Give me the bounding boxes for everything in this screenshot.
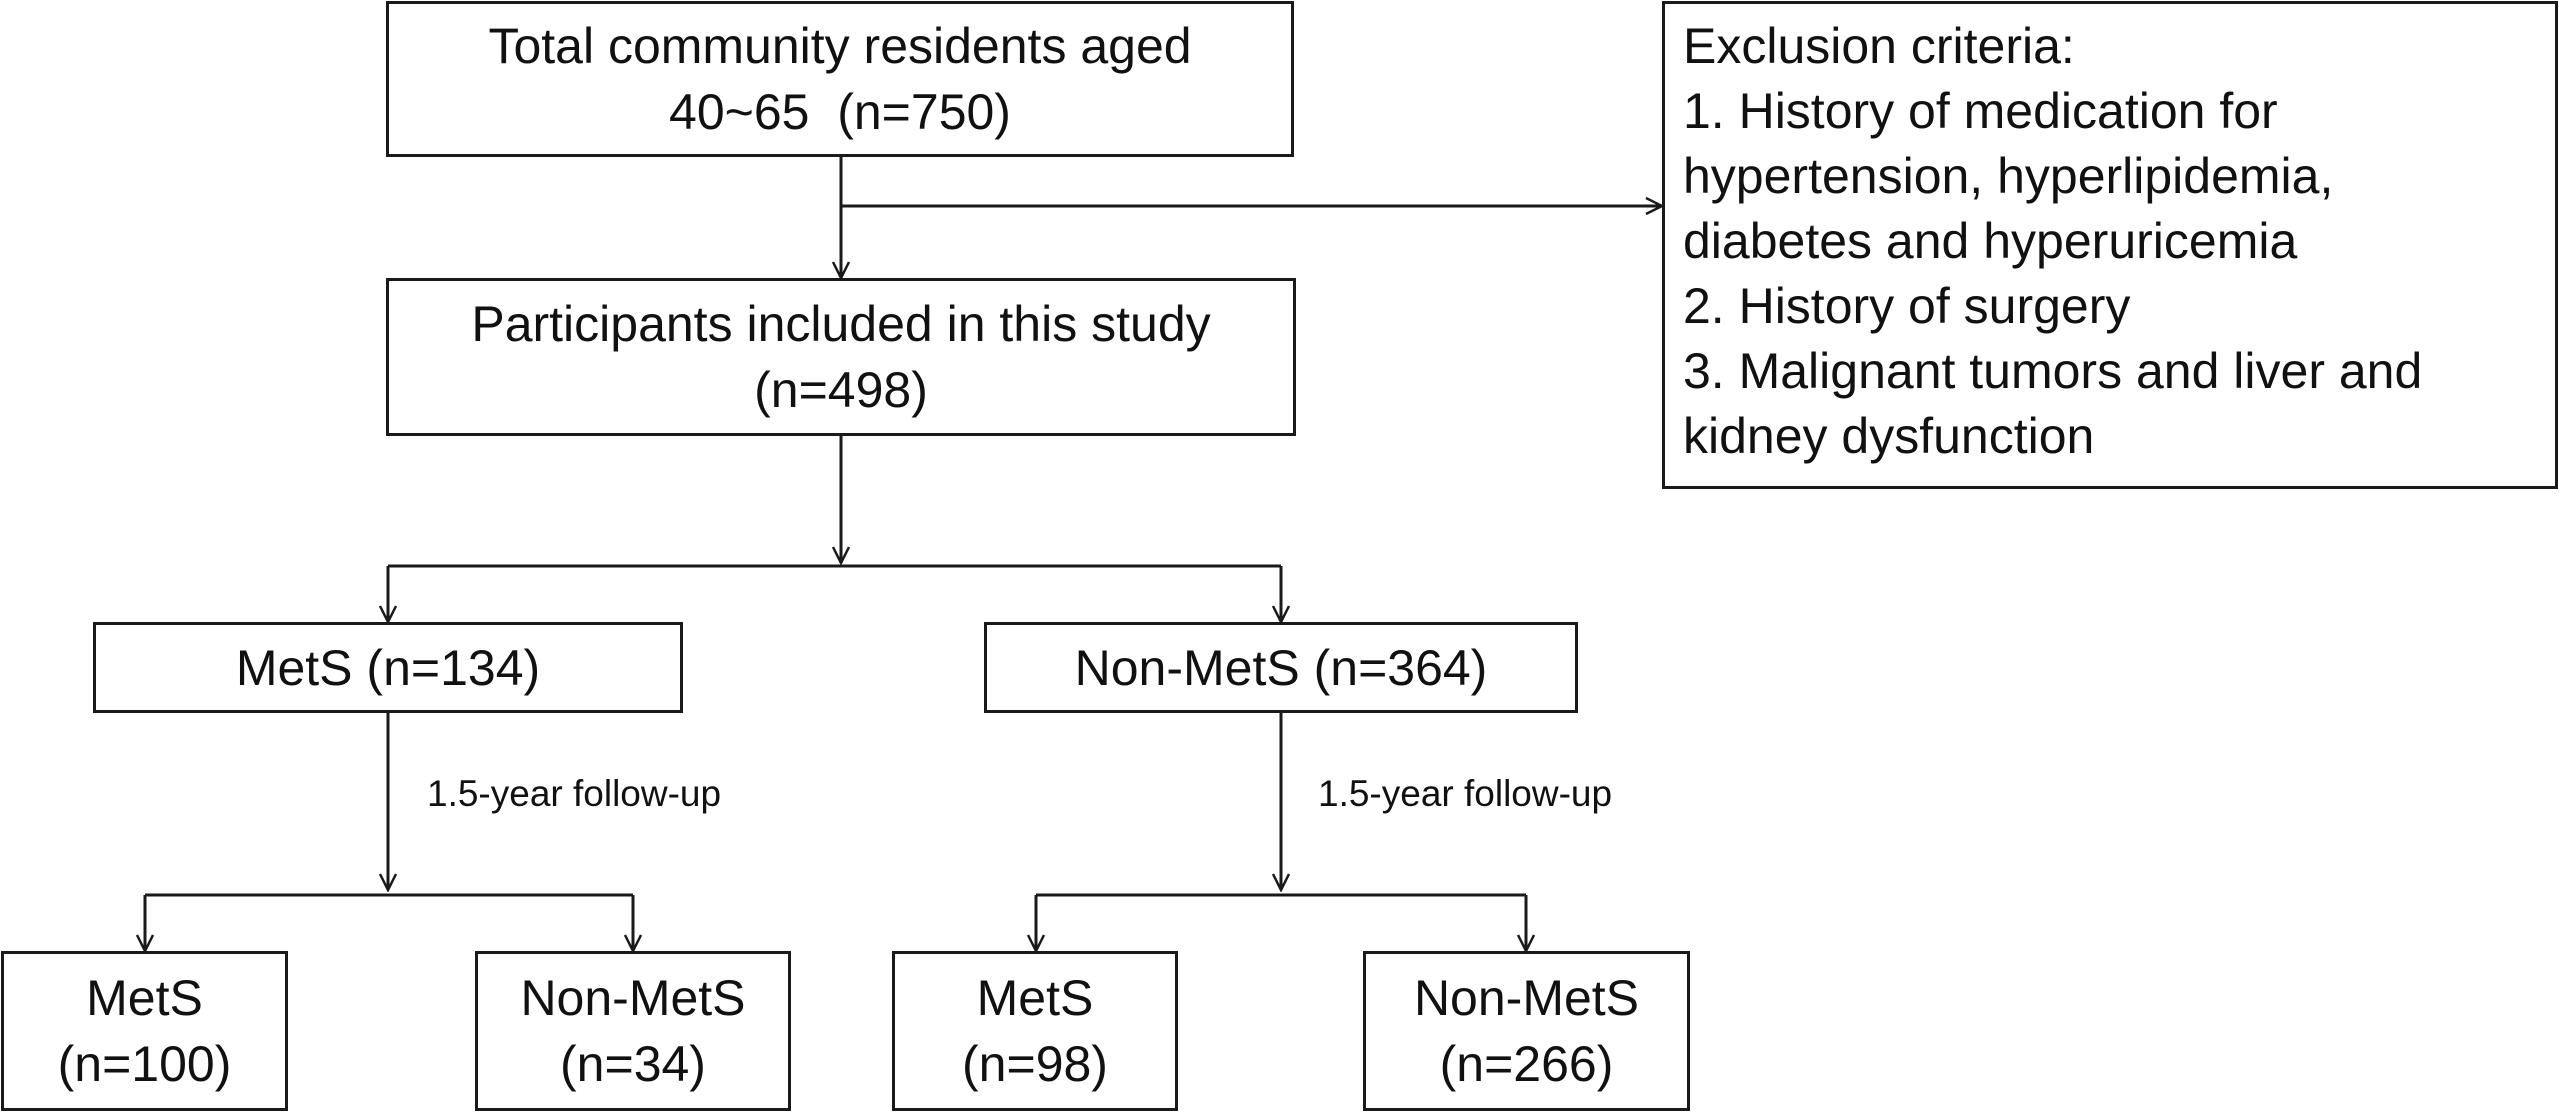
exclusion-criteria-item: kidney dysfunction (1683, 408, 2095, 464)
outcome-count: (n=34) (560, 1036, 706, 1092)
included-participants-line1: Participants included in this study (471, 296, 1211, 352)
exclusion-criteria-item: hypertension, hyperlipidemia, (1683, 148, 2334, 204)
nonmets-followup-label: 1.5-year follow-up (1318, 773, 1613, 814)
exclusion-criteria-item: 1. History of medication for (1683, 83, 2278, 139)
nonmets-to-nonmets-box: Non-MetS (n=266) (1363, 951, 1690, 1111)
exclusion-criteria-item: diabetes and hyperuricemia (1683, 213, 2298, 269)
outcome-count: (n=100) (57, 1036, 232, 1092)
exclusion-criteria-box: Exclusion criteria: 1. History of medica… (1662, 1, 2558, 489)
exclusion-criteria-title: Exclusion criteria: (1683, 18, 2075, 74)
nonmets-group-box: Non-MetS (n=364) (984, 622, 1578, 713)
nonmets-to-mets-box: MetS (n=98) (892, 951, 1178, 1111)
total-residents-line2: 40~65 (n=750) (669, 84, 1011, 140)
outcome-label: MetS (86, 970, 203, 1026)
included-participants-line2: (n=498) (754, 362, 928, 418)
included-participants-box: Participants included in this study (n=4… (386, 278, 1296, 436)
exclusion-criteria-item: 3. Malignant tumors and liver and (1683, 343, 2423, 399)
nonmets-group-label: Non-MetS (n=364) (1074, 639, 1488, 696)
total-residents-line1: Total community residents aged (488, 18, 1192, 74)
mets-group-label: MetS (n=134) (235, 639, 541, 696)
total-residents-box: Total community residents aged 40~65 (n=… (386, 1, 1294, 157)
mets-to-mets-box: MetS (n=100) (1, 951, 288, 1111)
mets-to-nonmets-box: Non-MetS (n=34) (475, 951, 791, 1111)
outcome-label: Non-MetS (1413, 970, 1640, 1026)
outcome-count: (n=98) (962, 1036, 1108, 1092)
outcome-label: MetS (976, 970, 1094, 1026)
mets-followup-label: 1.5-year follow-up (427, 773, 722, 814)
mets-group-box: MetS (n=134) (93, 622, 683, 713)
outcome-count: (n=266) (1439, 1036, 1614, 1092)
exclusion-criteria-item: 2. History of surgery (1683, 278, 2131, 334)
outcome-label: Non-MetS (520, 970, 746, 1026)
